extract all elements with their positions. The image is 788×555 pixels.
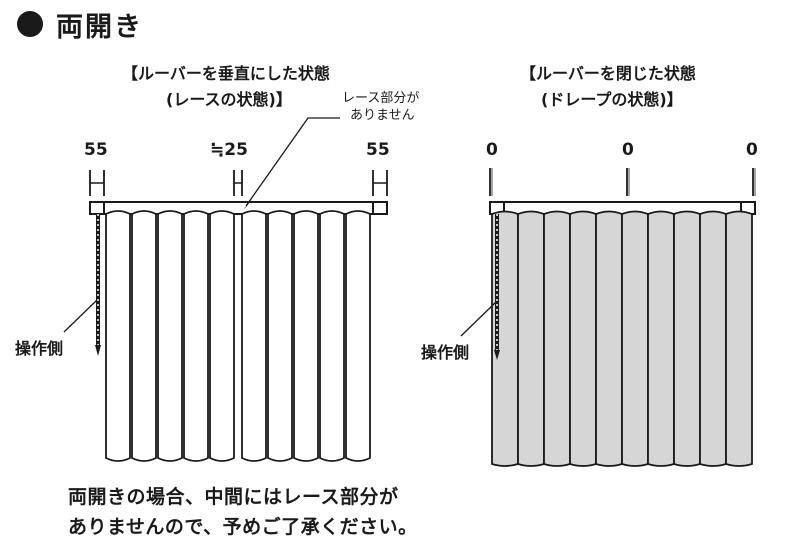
louver-slat	[569, 210, 597, 467]
louver-slat	[699, 210, 727, 467]
closed-blind-illustration	[489, 201, 756, 467]
right-heading-line1: 【ルーバーを閉じた状態	[520, 64, 696, 83]
louver-slat	[725, 210, 753, 467]
louver-slat	[241, 210, 267, 462]
lace-note-leader	[245, 117, 340, 207]
louver-slat	[209, 210, 235, 462]
rail-end-cap	[372, 201, 388, 215]
lace-note-line2: ありません	[350, 108, 415, 123]
caption-line1: 両開きの場合、中間にはレース部分が	[68, 486, 399, 508]
left-heading-line2: (レースの状態)】	[166, 90, 292, 109]
louver-slat	[647, 210, 675, 467]
leader-arrowhead	[243, 199, 252, 210]
open-blind-illustration	[89, 201, 388, 462]
left-heading-line1: 【ルーバーを垂直にした状態	[122, 64, 330, 83]
louver-slat	[543, 210, 571, 467]
left-side-leader	[63, 299, 98, 333]
louver-slat	[319, 210, 345, 462]
right-operation-side-label: 操作側	[421, 343, 470, 362]
rail-end-cap	[89, 201, 105, 215]
cord-tip	[494, 350, 500, 360]
louver-slat	[673, 210, 701, 467]
louver-slat	[595, 210, 623, 467]
louver-slat	[131, 210, 157, 462]
left-dim-center: ≒25	[210, 140, 248, 160]
louver-slat	[345, 210, 371, 462]
louver-slat	[267, 210, 293, 462]
right-dim-right: 0	[746, 140, 758, 160]
louver-slat	[621, 210, 649, 467]
louver-slat	[105, 210, 131, 462]
right-dim-left: 0	[486, 140, 498, 160]
louver-slat	[293, 210, 319, 462]
right-heading-line2: (ドレープの状態)】	[541, 90, 683, 109]
left-dim-left: 55	[84, 140, 108, 160]
dimension-markers	[89, 168, 756, 196]
page-title: 両開き	[56, 12, 143, 43]
left-dim-right: 55	[366, 140, 390, 160]
leader-lines	[63, 117, 497, 337]
lace-note-line1: レース部分が	[342, 91, 420, 106]
right-side-leader	[460, 301, 497, 337]
caption-line2: ありませんので、予めご了承ください。	[68, 516, 418, 538]
title-bullet-icon	[17, 11, 43, 37]
cord-tip	[95, 345, 101, 356]
louver-slat	[157, 210, 183, 462]
louver-slat	[517, 210, 545, 467]
louver-slat	[183, 210, 209, 462]
left-operation-side-label: 操作側	[15, 339, 64, 358]
right-dim-center: 0	[622, 140, 634, 160]
